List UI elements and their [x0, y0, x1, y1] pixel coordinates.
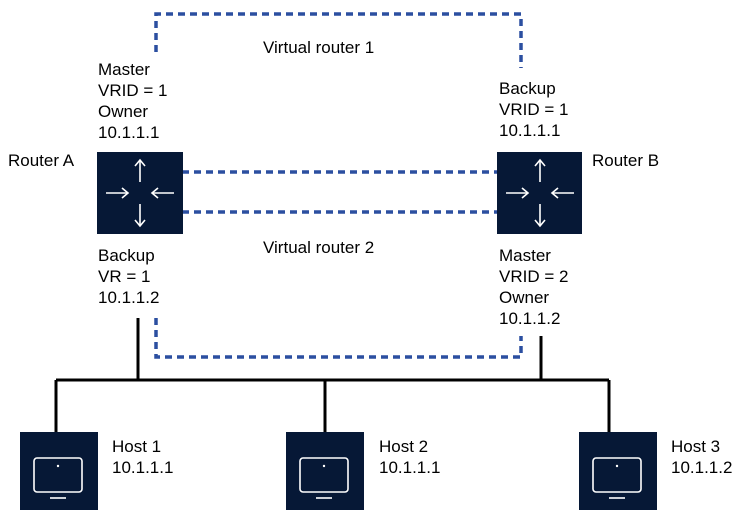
host-3-label: Host 3 10.1.1.2	[671, 437, 733, 477]
host-3-device	[579, 432, 657, 510]
host-2-label: Host 2 10.1.1.1	[379, 437, 441, 477]
host-1-device	[20, 432, 98, 510]
router-a-vr2-info: Backup VR = 1 10.1.1.2	[98, 246, 160, 307]
host-2-device	[286, 432, 364, 510]
router-a-vr1-info: Master VRID = 1 Owner 10.1.1.1	[98, 60, 168, 142]
virtual-router-2-link	[154, 170, 523, 359]
router-arrows-icon	[106, 158, 174, 228]
router-b-name: Router B	[592, 151, 660, 170]
virtual-router-1-label: Virtual router 1	[263, 38, 375, 57]
router-a-name: Router A	[8, 151, 75, 170]
router-arrows-icon	[506, 158, 574, 228]
monitor-icon	[33, 457, 83, 499]
host-1-label: Host 1 10.1.1.1	[112, 437, 174, 477]
router-b-vr1-info: Backup VRID = 1 10.1.1.1	[499, 79, 569, 140]
router-a-device	[97, 152, 183, 234]
virtual-router-1-link	[154, 12, 523, 68]
lan-wiring	[54, 318, 611, 432]
monitor-icon	[299, 457, 349, 499]
router-b-vr2-info: Master VRID = 2 Owner 10.1.1.2	[499, 246, 569, 328]
router-b-device	[497, 152, 582, 234]
monitor-icon	[592, 457, 642, 499]
virtual-router-2-label: Virtual router 2	[263, 238, 375, 257]
